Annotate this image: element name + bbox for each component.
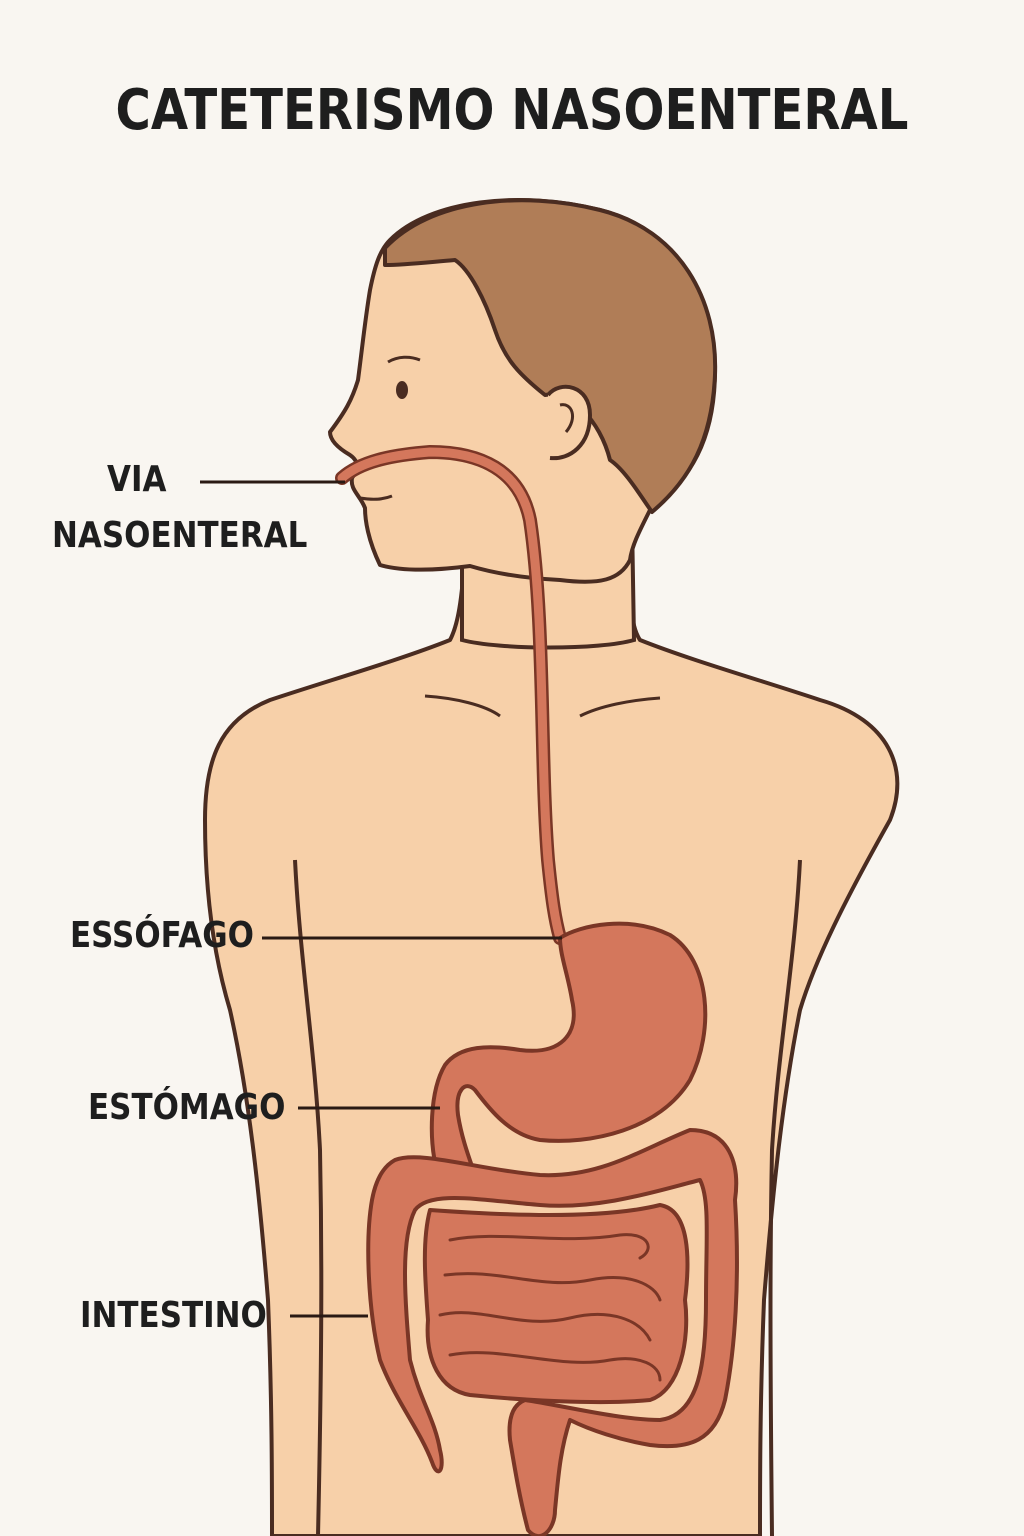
via-label-line-2: NASOENTERAL <box>52 515 308 556</box>
arm-right <box>768 859 802 1536</box>
small-intestine-coils <box>438 1233 662 1382</box>
esofago-label: ESSÓFAGO <box>70 915 254 956</box>
small-intestine <box>422 1203 690 1405</box>
estomago-label: ESTÓMAGO <box>88 1087 286 1128</box>
ear <box>546 384 593 461</box>
eyebrow <box>387 355 421 364</box>
intestino-label: INTESTINO <box>80 1295 267 1336</box>
stomach <box>429 921 708 1177</box>
arm-left <box>293 859 324 1536</box>
hair <box>383 198 718 514</box>
page-title: CATETERISMO NASOENTERAL <box>115 78 909 143</box>
clavicle-right <box>579 696 661 718</box>
via-nasoenteral-label: VIA NASOENTERAL <box>52 452 307 564</box>
clavicle-left <box>424 694 501 718</box>
via-label-line-1: VIA <box>107 459 167 500</box>
large-intestine <box>366 1128 739 1536</box>
mouth <box>359 494 393 501</box>
eye <box>396 381 408 399</box>
